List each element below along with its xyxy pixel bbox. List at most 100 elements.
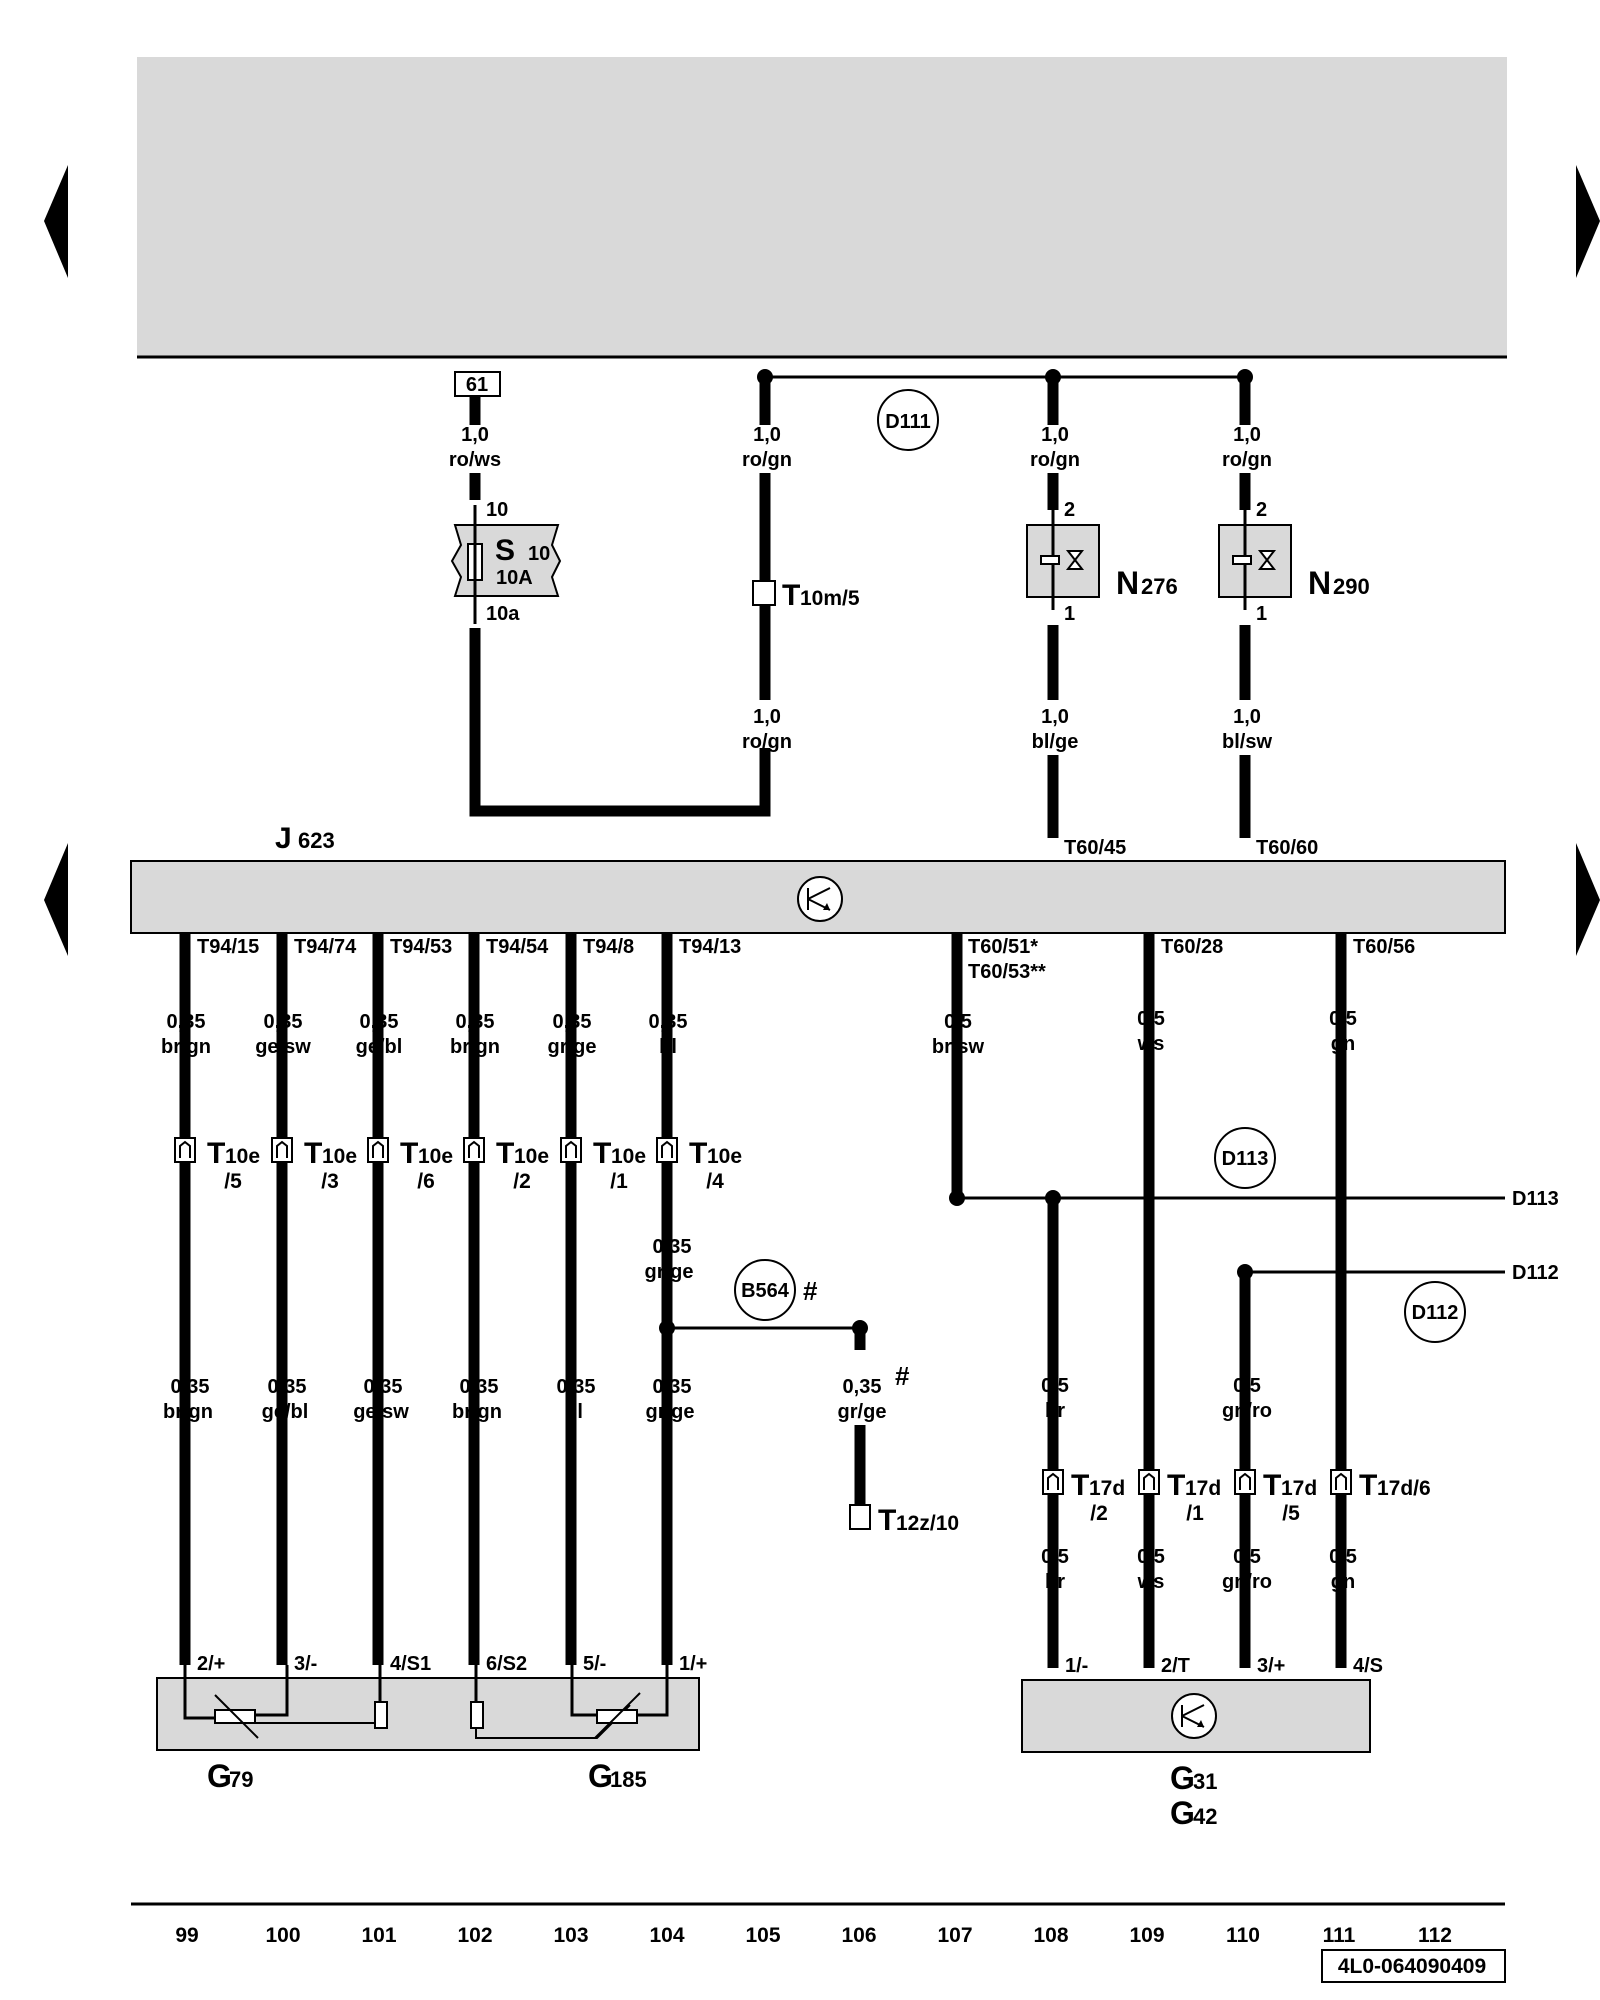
pin-label: T94/54: [486, 936, 549, 958]
svg-text:1,0: 1,0: [1041, 424, 1069, 446]
pin-label: 10: [486, 499, 508, 521]
svg-text:bl/sw: bl/sw: [1222, 731, 1272, 753]
connector-pin-number: /5: [1282, 1502, 1300, 1525]
wire-size-label: 0,35: [167, 1011, 206, 1033]
connection-d113-ref: D113: [1512, 1188, 1559, 1210]
wire-size-label: 0,35: [360, 1011, 399, 1033]
svg-text:T60/51*: T60/51*: [968, 936, 1038, 958]
connector-pin-number: /2: [1090, 1502, 1108, 1525]
nav-left-bottom-icon[interactable]: [44, 843, 68, 956]
wire-size-label: 0,35: [653, 1376, 692, 1398]
wire-color-label: ge/bl: [262, 1401, 309, 1423]
connection-b564-icon: [734, 1259, 796, 1321]
track-number: 106: [841, 1924, 876, 1947]
sensor-g79-sub: 79: [229, 1767, 253, 1792]
svg-text:ro/gn: ro/gn: [1222, 449, 1272, 471]
connector-sub: 10e: [611, 1145, 646, 1168]
svg-text:gr/ge: gr/ge: [838, 1401, 887, 1423]
connector-pin-icon: [656, 1137, 678, 1163]
svg-text:1,0: 1,0: [1041, 706, 1069, 728]
connector-name: T: [304, 1137, 322, 1170]
wire-size-label: 1,0: [461, 424, 489, 446]
connector-pin-icon: [560, 1137, 582, 1163]
connector-t10m-icon: [752, 580, 776, 606]
sensor-g31-sub: 31: [1193, 1769, 1217, 1794]
wire-size-label: 0,35: [456, 1011, 495, 1033]
nav-right-top-icon[interactable]: [1576, 165, 1600, 278]
wire-size-label: 0,35: [649, 1011, 688, 1033]
wire: [469, 628, 771, 817]
wire-color-label: br/gn: [163, 1401, 213, 1423]
nav-right-bottom-icon[interactable]: [1576, 843, 1600, 956]
connector-t12z-name: T: [878, 1504, 896, 1537]
connector-pin-icon: [1042, 1469, 1064, 1495]
wire-size-label: 0,35: [653, 1236, 692, 1258]
wire-size-label: 0,35: [171, 1376, 210, 1398]
wire-color-label: gn: [1331, 1033, 1355, 1055]
connector-t12z-sub: 12z/10: [896, 1512, 959, 1535]
nav-left-top-icon[interactable]: [44, 165, 68, 278]
connector-pin-icon: [174, 1137, 196, 1163]
sensor-pin-label: 2/T: [1161, 1655, 1190, 1677]
wire-color-label: br: [1045, 1400, 1065, 1422]
connector-name: T: [689, 1137, 707, 1170]
connector-pin-number: /6: [417, 1170, 435, 1193]
connection-d113-icon: [1214, 1127, 1276, 1189]
valve-n276-icon: [1026, 524, 1100, 598]
track-number: 103: [553, 1924, 588, 1947]
svg-text:#: #: [895, 1361, 910, 1391]
sensor-pin-label: 5/-: [583, 1653, 606, 1675]
connector-pin-number: /3: [321, 1170, 339, 1193]
svg-text:0,5: 0,5: [944, 1011, 972, 1033]
wire-size-label: 0,35: [264, 1011, 303, 1033]
wire-color-label: ge/sw: [353, 1401, 409, 1423]
connector-sub: 10e: [225, 1145, 260, 1168]
pin-label: T94/53: [390, 936, 452, 958]
wire-color-label: br/gn: [161, 1036, 211, 1058]
wire-color-label: gn/ro: [1222, 1400, 1272, 1422]
connector-name: T: [1263, 1469, 1281, 1502]
svg-text:1,0: 1,0: [753, 424, 781, 446]
connection-d112-label: D112: [1412, 1302, 1459, 1324]
svg-text:T60/60: T60/60: [1256, 837, 1318, 859]
document-id: 4L0-064090409: [1338, 1955, 1486, 1978]
valve-n276-name: N: [1116, 565, 1139, 601]
control-unit-j623-name: J: [275, 822, 292, 855]
wire-color-label: bl: [565, 1401, 583, 1423]
upper-section-area: [137, 57, 1507, 357]
wire-color-label: ws: [1137, 1033, 1165, 1055]
svg-text:#: #: [803, 1276, 818, 1306]
sensor-g42-name: G: [1170, 1795, 1195, 1831]
wire-size-label: 0,35: [553, 1011, 592, 1033]
connector-pin-icon: [1330, 1469, 1352, 1495]
sensor-pin-label: 1/-: [1065, 1655, 1088, 1677]
pin-label: T94/13: [679, 936, 741, 958]
svg-text:1: 1: [1256, 603, 1267, 625]
connector-name: T: [1071, 1469, 1089, 1502]
sensor-g31-name: G: [1170, 1760, 1195, 1796]
sensor-pin-label: 3/+: [1257, 1655, 1285, 1677]
connector-pin-icon: [367, 1137, 389, 1163]
track-number: 107: [937, 1924, 972, 1947]
wire-size-label: 0,5: [1041, 1375, 1069, 1397]
track-number: 100: [265, 1924, 300, 1947]
svg-text:bl/ge: bl/ge: [1032, 731, 1079, 753]
pin-label: T94/8: [583, 936, 634, 958]
connector-pin-number: /4: [706, 1170, 724, 1193]
electronic-unit-icon: [1171, 1693, 1217, 1739]
pin-label: T60/28: [1161, 936, 1223, 958]
sensor-g42-sub: 42: [1193, 1804, 1217, 1829]
svg-text:1: 1: [1064, 603, 1075, 625]
wire-color-label: ws: [1137, 1571, 1165, 1593]
svg-text:ro/gn: ro/gn: [1030, 449, 1080, 471]
